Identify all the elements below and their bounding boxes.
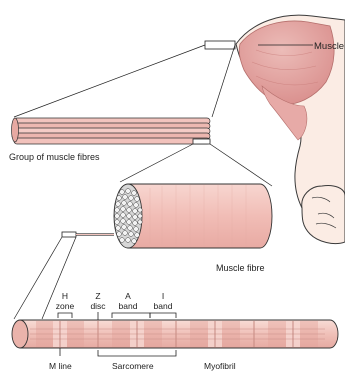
bottom-brackets — [60, 348, 176, 356]
zoom-line-1a — [14, 45, 205, 117]
fibre-body — [128, 184, 272, 248]
label-muscle: Muscle — [314, 41, 344, 52]
top-brackets — [58, 312, 176, 320]
myofibril-end — [12, 320, 28, 348]
h-zone-bracket — [58, 313, 72, 318]
bundle-selection-box — [193, 139, 210, 144]
sarcomere-bracket — [98, 350, 176, 356]
label-a-band-2: band — [119, 301, 138, 311]
bundle-end — [12, 118, 19, 142]
a-band-bracket — [112, 313, 150, 318]
label-myofibril: Myofibril — [204, 361, 236, 371]
label-i-band-1: I — [162, 291, 164, 301]
label-z-disc-1: Z — [95, 291, 100, 301]
label-i-band-2: band — [154, 301, 173, 311]
myofibril — [12, 320, 338, 348]
arm-selection-box — [205, 41, 235, 49]
label-sarcomere: Sarcomere — [112, 361, 154, 371]
label-z-disc-2: disc — [90, 301, 106, 311]
muscle-fibre-bundle — [12, 118, 211, 144]
label-h-zone-1: H — [62, 291, 68, 301]
muscle-fibre-cylinder — [62, 184, 272, 248]
label-h-zone-2: zone — [56, 301, 75, 311]
label-m-line: M line — [49, 361, 72, 371]
label-muscle-fibre: Muscle fibre — [216, 263, 265, 273]
label-group-of-muscle-fibres: Group of muscle fibres — [9, 152, 100, 162]
zoom-line-2b — [210, 144, 272, 186]
label-a-band-1: A — [125, 291, 131, 301]
zoom-line-2a — [120, 144, 193, 182]
fist — [302, 185, 345, 243]
fibre-selection-box — [62, 232, 76, 237]
i-band-bracket — [150, 313, 176, 318]
bundle-fibre — [14, 138, 210, 144]
zoom-line-1b — [212, 45, 235, 117]
